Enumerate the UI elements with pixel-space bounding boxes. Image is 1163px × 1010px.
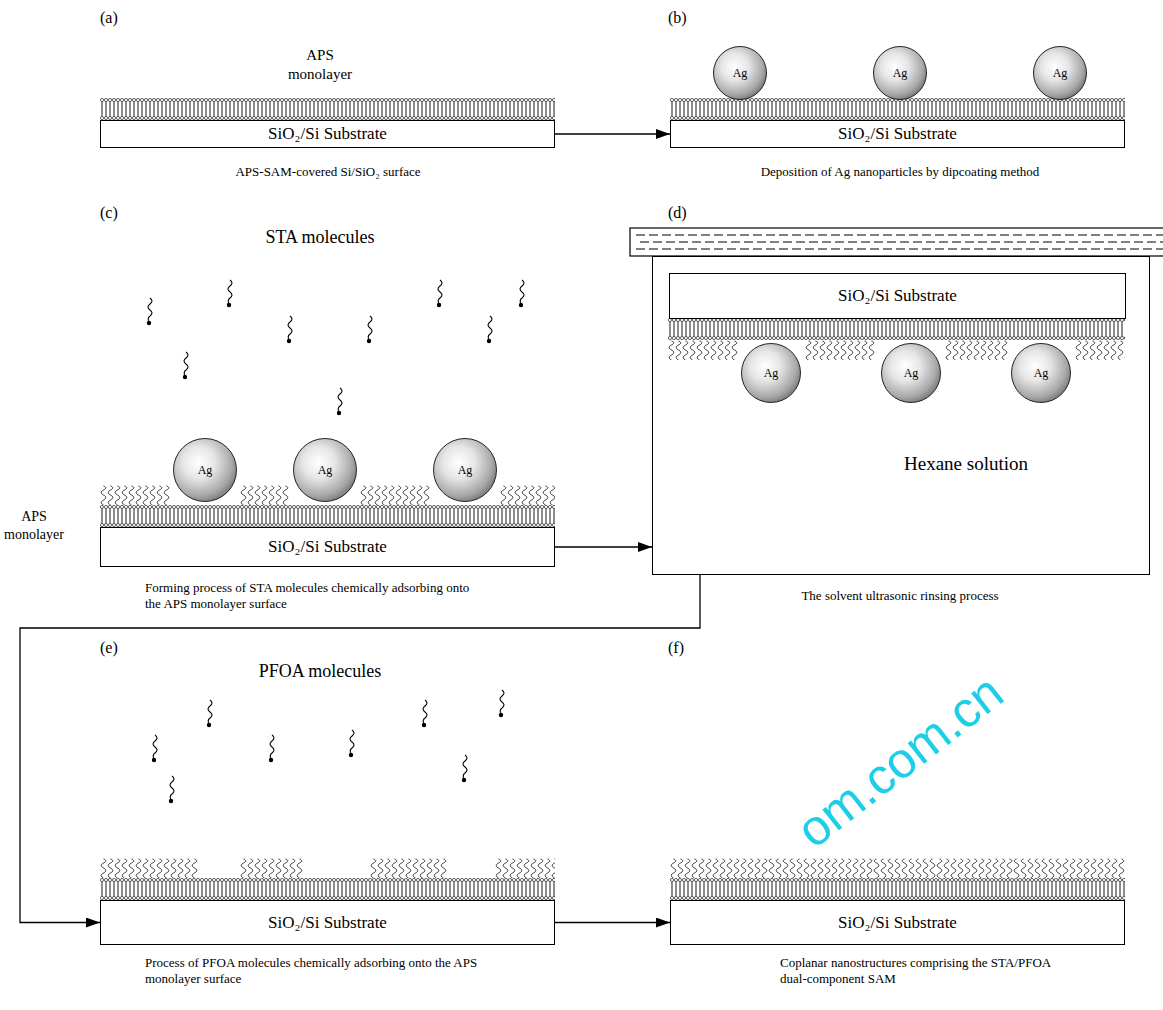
hexane-bath: Hexane solution SiO₂/Si SubstrateAg Ag Ag <box>652 256 1150 575</box>
panel-letter: (b) <box>668 8 708 28</box>
substrate-label: SiO₂/Si Substrate <box>268 913 387 933</box>
particle-label: Ag <box>893 66 908 81</box>
free-molecule <box>487 316 492 343</box>
free-molecule <box>437 280 442 307</box>
sta-layer <box>240 858 303 878</box>
silver-nanoparticle: Ag <box>741 343 801 403</box>
particle-label: Ag <box>733 66 748 81</box>
sta-layer <box>805 340 875 360</box>
process-arrow <box>555 922 670 923</box>
process-arrow <box>555 546 652 547</box>
panel-caption: Deposition of Ag nanoparticles by dipcoa… <box>670 164 1130 180</box>
sta-layer <box>1075 340 1125 360</box>
panel-caption: Coplanar nanostructures comprising the S… <box>780 955 1060 988</box>
layer-name: APS monolayer <box>283 46 357 84</box>
silver-nanoparticle: Ag <box>293 438 357 502</box>
panel-caption: Process of PFOA molecules chemically ads… <box>145 955 485 988</box>
aps-monolayer <box>668 318 1125 340</box>
silver-nanoparticle: Ag <box>881 343 941 403</box>
free-molecule <box>287 316 292 343</box>
aps-monolayer <box>670 878 1125 900</box>
substrate-box: SiO₂/Si Substrate <box>100 900 555 945</box>
sta-layer <box>100 485 170 505</box>
sta-layer <box>370 858 447 878</box>
sta-layer <box>668 340 738 360</box>
free-molecule <box>422 700 427 727</box>
panel-caption: APS-SAM-covered Si/SiO₂ surface <box>118 164 538 180</box>
panel-letter: (d) <box>668 203 708 223</box>
silver-nanoparticle: Ag <box>873 46 927 100</box>
free-molecule <box>207 700 212 727</box>
free-molecule <box>499 690 504 717</box>
particle-label: Ag <box>458 463 473 478</box>
sta-layer <box>360 485 430 505</box>
substrate-box: SiO₂/Si Substrate <box>670 120 1125 148</box>
molecule-name: PFOA molecules <box>210 660 430 683</box>
particle-label: Ag <box>318 463 333 478</box>
silver-nanoparticle: Ag <box>1033 46 1087 100</box>
substrate-label: SiO₂/Si Substrate <box>268 537 387 557</box>
substrate-label: SiO₂/Si Substrate <box>268 124 387 144</box>
aps-monolayer <box>100 98 555 120</box>
particle-label: Ag <box>764 366 779 381</box>
panel-letter: (c) <box>100 203 140 223</box>
free-molecule <box>349 730 354 757</box>
sta-layer <box>100 858 198 878</box>
panel-letter: (e) <box>100 638 140 658</box>
panel-caption: The solvent ultrasonic rinsing process <box>690 588 1110 604</box>
free-molecule <box>147 298 152 325</box>
substrate-box: SiO₂/Si Substrate <box>670 900 1125 945</box>
sta-layer <box>495 858 555 878</box>
substrate-label: SiO₂/Si Substrate <box>838 124 957 144</box>
particle-label: Ag <box>198 463 213 478</box>
free-molecule <box>183 352 188 379</box>
free-molecule <box>462 755 467 782</box>
sta-layer <box>945 340 1008 360</box>
silver-nanoparticle: Ag <box>1011 343 1071 403</box>
free-molecule <box>169 776 174 803</box>
sta-layer <box>240 485 289 505</box>
free-molecule <box>367 316 372 343</box>
particle-label: Ag <box>1034 366 1049 381</box>
substrate-box: SiO₂/Si Substrate <box>669 273 1126 319</box>
substrate-box: SiO₂/Si Substrate <box>100 120 555 148</box>
layer-name: APS monolayer <box>1 508 67 543</box>
free-molecule <box>269 735 274 762</box>
watermark: om.com.cn <box>755 638 1046 884</box>
aps-monolayer <box>100 878 555 900</box>
substrate-label: SiO₂/Si Substrate <box>838 913 957 933</box>
molecule-name: STA molecules <box>210 226 430 249</box>
panel-letter: (f) <box>668 638 708 658</box>
substrate-box: SiO₂/Si Substrate <box>100 527 555 567</box>
substrate-label: SiO₂/Si Substrate <box>838 286 957 306</box>
panel-letter: (a) <box>100 8 140 28</box>
free-molecule <box>227 280 232 307</box>
sta-layer <box>500 485 555 505</box>
ultrasonic-bath-lid <box>630 228 1163 256</box>
aps-monolayer <box>100 505 555 527</box>
sta-pfoa-layer <box>670 858 1125 878</box>
particle-label: Ag <box>904 366 919 381</box>
free-molecule <box>519 280 524 307</box>
solution-label: Hexane solution <box>846 453 1086 475</box>
panel-caption: Forming process of STA molecules chemica… <box>145 580 475 613</box>
process-arrow <box>20 575 700 923</box>
free-molecule <box>152 735 157 762</box>
aps-monolayer <box>670 98 1125 120</box>
silver-nanoparticle: Ag <box>173 438 237 502</box>
silver-nanoparticle: Ag <box>713 46 767 100</box>
particle-label: Ag <box>1053 66 1068 81</box>
process-arrow <box>555 133 670 134</box>
silver-nanoparticle: Ag <box>433 438 497 502</box>
free-molecule <box>337 388 342 415</box>
